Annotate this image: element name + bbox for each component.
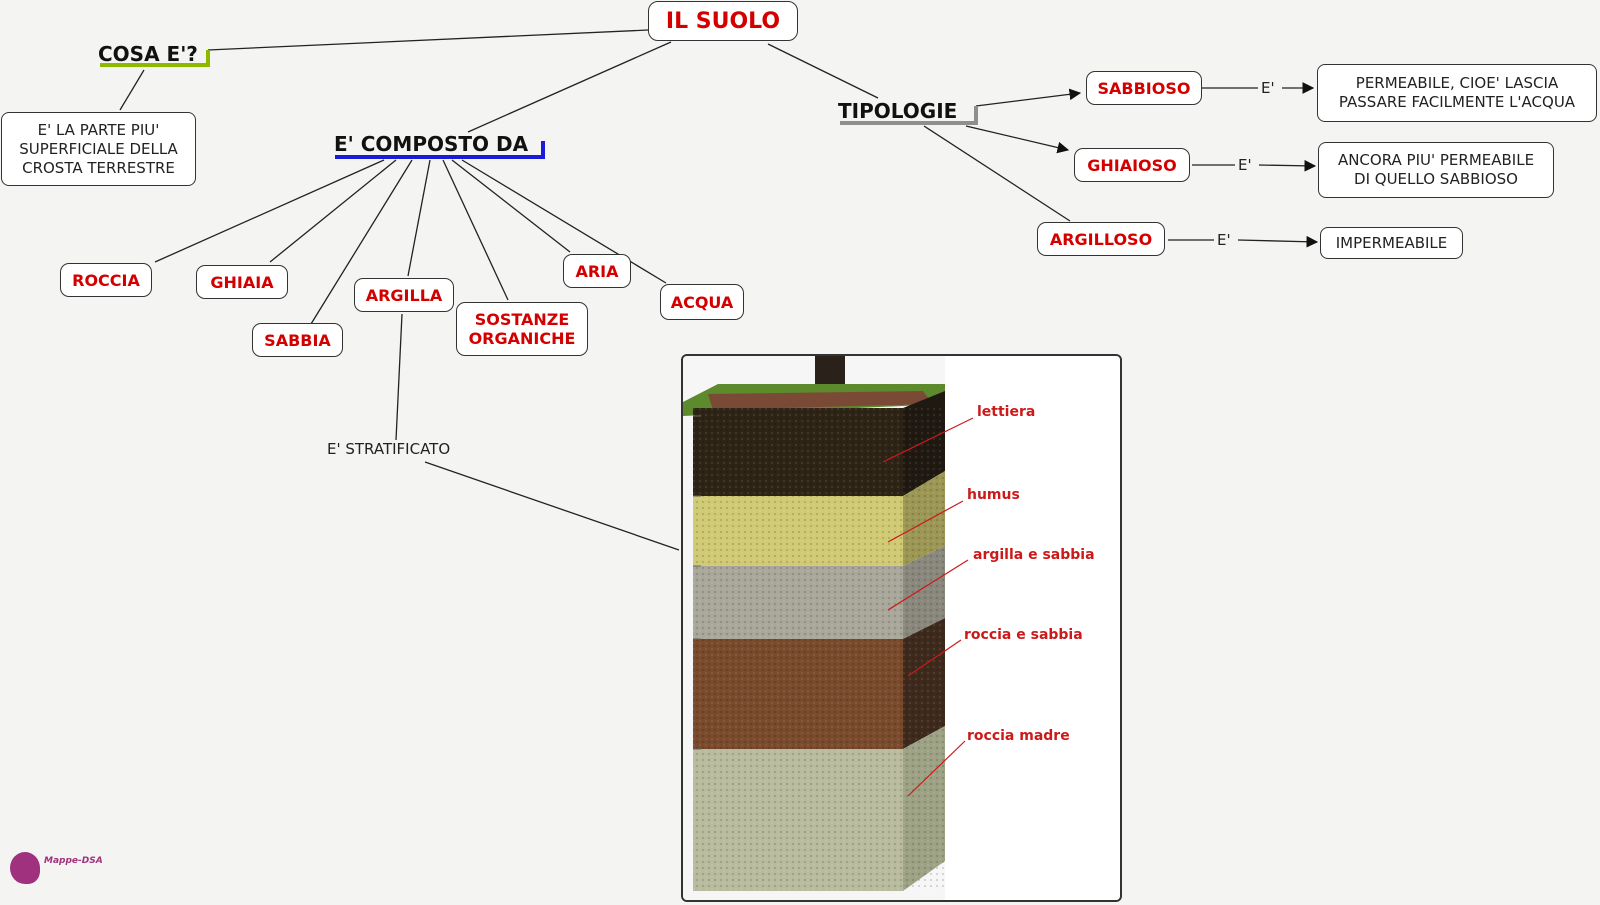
definition-line: SUPERFICIALE DELLA (19, 139, 178, 158)
stratified-label: E' STRATIFICATO (327, 440, 451, 458)
link-label-ghiaioso: E' (1235, 156, 1255, 174)
layer-label-lettiera: lettiera (977, 404, 1036, 420)
node-argilloso: ARGILLOSO (1037, 222, 1165, 256)
sabbioso-description: PERMEABILE, CIOE' LASCIA PASSARE FACILME… (1317, 64, 1597, 122)
link-label-argilloso: E' (1214, 231, 1234, 249)
root-node: IL SUOLO (648, 1, 798, 41)
node-acqua: ACQUA (660, 284, 744, 320)
node-sostanze-line: SOSTANZE (474, 310, 570, 329)
types-heading: TIPOLOGIE (838, 99, 958, 123)
node-sabbia: SABBIA (252, 323, 343, 357)
argilloso-description: IMPERMEABILE (1320, 227, 1463, 259)
node-argilla: ARGILLA (354, 278, 454, 312)
definition-heading: COSA E'? (98, 42, 198, 66)
ghiaioso-description: ANCORA PIU' PERMEABILE DI QUELLO SABBIOS… (1318, 142, 1554, 198)
node-roccia: ROCCIA (60, 263, 152, 297)
mappe-dsa-logo: Mappe-DSA (8, 850, 128, 890)
layer-label-argilla-sabbia: argilla e sabbia (973, 547, 1095, 563)
node-aria: ARIA (563, 254, 631, 288)
node-ghiaia: GHIAIA (196, 265, 288, 299)
node-sostanze-line: ORGANICHE (468, 329, 576, 348)
soil-profile-image: lettiera humus argilla e sabbia roccia e… (681, 354, 1122, 902)
definition-node: E' LA PARTE PIU' SUPERFICIALE DELLA CROS… (1, 112, 196, 186)
brain-head-icon (10, 852, 40, 884)
link-label-sabbioso: E' (1258, 79, 1278, 97)
sabbioso-description-line: PERMEABILE, CIOE' LASCIA (1355, 74, 1559, 92)
definition-line: CROSTA TERRESTRE (22, 158, 175, 177)
node-sabbioso: SABBIOSO (1086, 71, 1202, 105)
layer-label-roccia-madre: roccia madre (967, 728, 1070, 744)
ghiaioso-description-line: ANCORA PIU' PERMEABILE (1337, 151, 1535, 169)
sabbioso-description-line: PASSARE FACILMENTE L'ACQUA (1338, 93, 1576, 111)
layer-label-humus: humus (967, 487, 1020, 503)
node-sostanze-organiche: SOSTANZE ORGANICHE (456, 302, 588, 356)
definition-line: E' LA PARTE PIU' (37, 120, 160, 139)
soil-profile-illustration (683, 356, 1120, 900)
layer-label-roccia-sabbia: roccia e sabbia (964, 627, 1083, 643)
logo-text: Mappe-DSA (44, 856, 103, 866)
ghiaioso-description-line: DI QUELLO SABBIOSO (1354, 170, 1518, 188)
composition-heading: E' COMPOSTO DA (334, 132, 529, 156)
node-ghiaioso: GHIAIOSO (1074, 148, 1190, 182)
